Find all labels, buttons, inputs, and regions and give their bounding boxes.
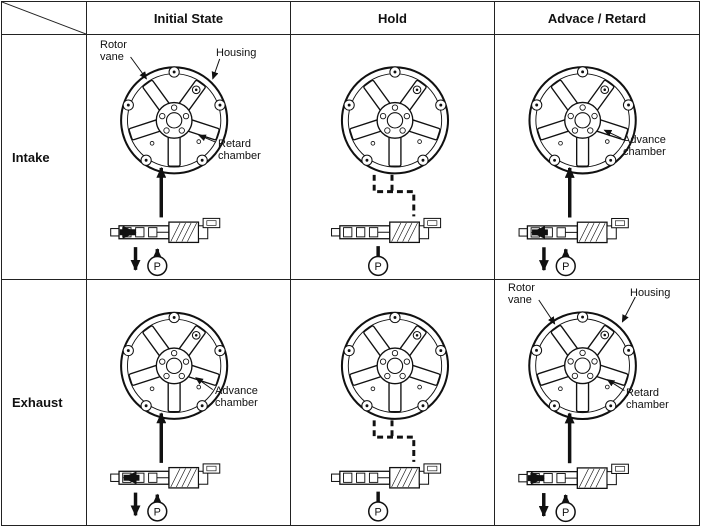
- cell-intake-hold: P: [291, 35, 495, 280]
- pump-label: P: [154, 506, 161, 518]
- exhaust-advance-retard-diagram: P: [518, 296, 637, 523]
- advance-chamber-label: Advance chamber: [215, 385, 258, 410]
- oil-flow-lines: [136, 168, 162, 270]
- housing-leader: [621, 296, 636, 323]
- blocked-oil-path-dashed: [374, 175, 414, 256]
- retard-chamber-leader: [197, 134, 216, 143]
- cam-phaser-graphic: [120, 65, 229, 175]
- corner-cell: [2, 2, 87, 35]
- cam-phaser-graphic: [340, 65, 450, 175]
- pump-circle: [555, 501, 576, 523]
- retard-chamber-label: Retard chamber: [626, 387, 669, 412]
- pump-label: P: [562, 507, 569, 519]
- oil-flow-lines: [544, 413, 570, 515]
- advance-chamber-leader: [603, 129, 622, 139]
- retard-chamber-leader: [606, 379, 625, 391]
- intake-hold-diagram: P: [330, 65, 450, 277]
- housing-leader: [211, 58, 221, 80]
- housing-label: Housing: [216, 47, 257, 59]
- intake-initial-diagram: P: [110, 56, 229, 277]
- pump-circle: [367, 255, 389, 277]
- cell-exhaust-advance-retard: P Rotor vane Housing Retard chamber: [495, 280, 699, 525]
- cam-phaser-graphic: [528, 310, 637, 421]
- pump-circle: [555, 255, 576, 277]
- column-header-hold: Hold: [291, 2, 495, 35]
- pump-label: P: [375, 506, 382, 518]
- cam-phaser-graphic: [120, 311, 229, 420]
- pump-circle: [147, 501, 168, 522]
- row-header-intake: Intake: [2, 35, 87, 280]
- rotor-vane-label: Rotor vane: [508, 282, 535, 307]
- rotor-vane-label: Rotor vane: [100, 39, 127, 64]
- housing-label: Housing: [630, 287, 671, 299]
- column-header-advance-retard: Advace / Retard: [495, 2, 699, 35]
- oil-flow-lines: [136, 413, 162, 515]
- cell-exhaust-initial-state: P Advance chamber: [87, 280, 291, 525]
- intake-advance-retard-diagram: P: [518, 65, 637, 277]
- cell-intake-initial-state: P Rotor vane Housing Retard chamber: [87, 35, 291, 280]
- advance-chamber-leader: [195, 377, 214, 391]
- rotor-vane-leader: [538, 299, 556, 325]
- oil-flow-lines: [544, 168, 570, 270]
- cell-intake-advance-retard: P Advance chamber: [495, 35, 699, 280]
- advance-chamber-label: Advance chamber: [623, 134, 666, 159]
- row-header-exhaust: Exhaust: [2, 280, 87, 525]
- cam-phaser-graphic: [340, 311, 450, 420]
- pump-circle: [147, 255, 168, 277]
- corner-diagonal: [2, 2, 86, 34]
- rotor-vane-leader: [130, 56, 147, 80]
- retard-chamber-label: Retard chamber: [218, 138, 261, 163]
- pump-label: P: [375, 261, 382, 273]
- pump-label: P: [562, 261, 569, 273]
- exhaust-hold-diagram: P: [330, 311, 450, 522]
- pump-label: P: [154, 261, 161, 273]
- cam-phaser-graphic: [528, 65, 637, 175]
- column-header-initial-state: Initial State: [87, 2, 291, 35]
- oil-control-valve-graphic: [330, 463, 442, 489]
- oil-control-valve-graphic: [330, 217, 442, 244]
- blocked-oil-path-dashed: [374, 420, 414, 501]
- pump-circle: [367, 501, 389, 522]
- cell-exhaust-hold: P: [291, 280, 495, 525]
- exhaust-initial-diagram: P: [110, 311, 229, 522]
